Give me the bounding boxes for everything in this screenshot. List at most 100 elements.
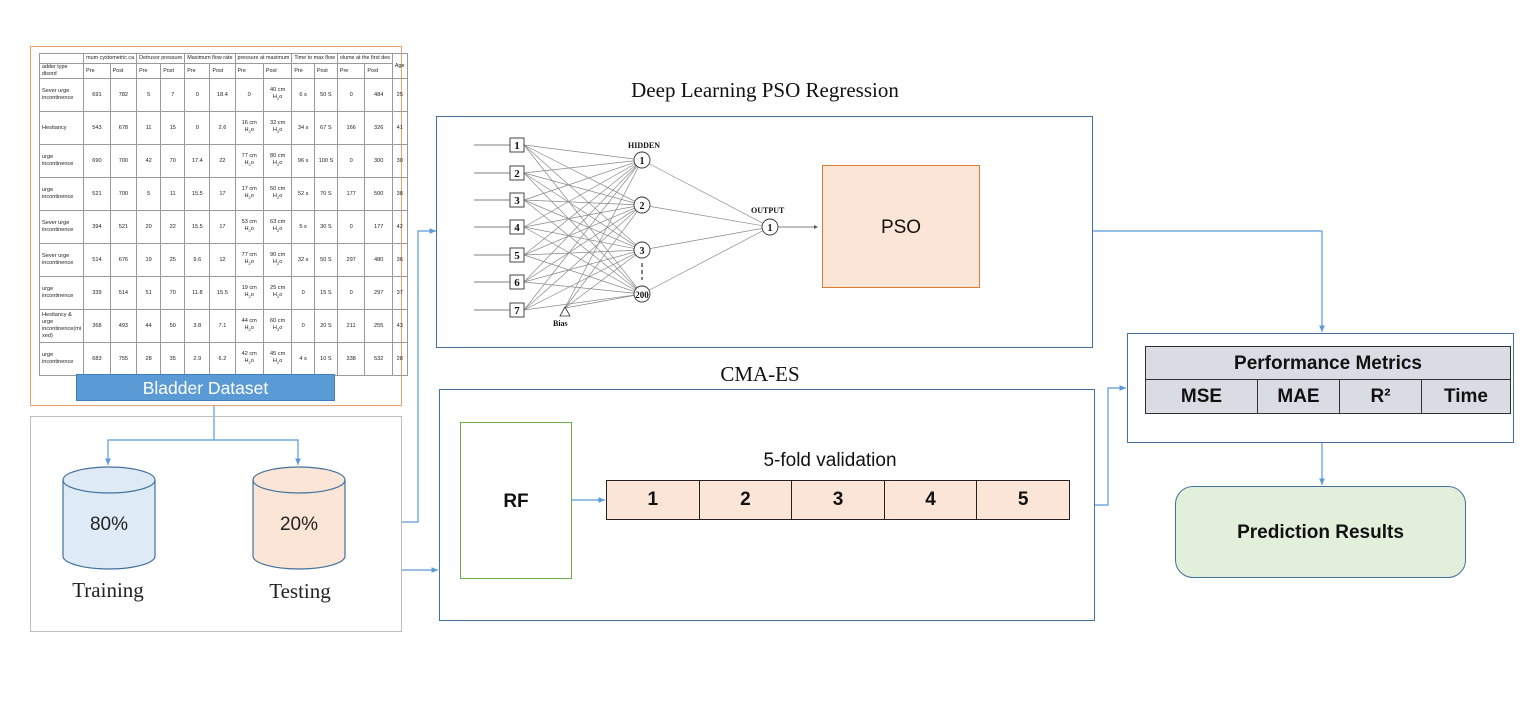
nn-hidden-node (633, 285, 651, 303)
nn-input-node (509, 247, 525, 263)
table-subheader-cell: Pre (234, 63, 264, 79)
table-cell: 300 (364, 144, 393, 178)
table-cell: 543 (83, 111, 111, 145)
table-header-cell: Time to max flow (291, 53, 338, 64)
split-panel (30, 416, 402, 632)
nn-output-label: OUTPUT (751, 206, 785, 215)
table-cell: 50 S (313, 78, 338, 112)
fold-1: 1 (607, 481, 700, 519)
table-cell: 0 (336, 276, 366, 310)
metrics-title: Performance Metrics (1146, 347, 1510, 380)
split-to-testing-arrow (214, 439, 301, 465)
nn-input-node (509, 302, 525, 318)
table-cell: 368 (83, 309, 111, 343)
table-cell: 96 s (291, 144, 315, 178)
nn-edge (523, 144, 643, 206)
table-cell: 32 s (291, 243, 315, 277)
table-cell: 42 (391, 210, 408, 244)
table-subheader-cell: adder type disord (38, 63, 85, 79)
cma-title: CMA-ES (720, 362, 800, 386)
table-cell: 17 (209, 177, 236, 211)
table-subheader-cell: Post (109, 63, 138, 79)
table-cell: 0 (184, 78, 211, 112)
table-cell: 67 S (313, 111, 338, 145)
nn-edge (523, 199, 643, 251)
table-cell: 700 (109, 144, 138, 178)
table-header-cell: mum cystometric ca (83, 53, 138, 64)
table-cell: Hesitancy (38, 111, 85, 145)
dl-panel (436, 116, 1093, 348)
nn-edge (523, 172, 643, 206)
nn-edge (523, 226, 643, 295)
table-cell: 30 (391, 144, 408, 178)
table-header-cell: Maximum flow rate (184, 53, 236, 64)
table-subheader-cell: Pre (336, 63, 366, 79)
nn-edge (523, 204, 643, 228)
nn-bias-label: Bias (553, 319, 568, 328)
table-cell: 0 (336, 78, 366, 112)
nn-edge (564, 204, 643, 309)
table-cell: 100 S (313, 144, 338, 178)
nn-input-label: 3 (514, 195, 520, 207)
nn-edge (523, 204, 643, 311)
table-subheader-cell: Pre (291, 63, 315, 79)
table-cell: 0 (184, 111, 211, 145)
table-cell: 297 (336, 243, 366, 277)
nn-output-node-label: 1 (768, 223, 773, 234)
nn-hidden-node-label: 200 (635, 290, 649, 300)
table-cell: 41 (391, 111, 408, 145)
table-cell: 12 (209, 243, 236, 277)
table-cell: 28 (391, 342, 408, 376)
nn-edge (564, 159, 643, 309)
table-cell: 25 (160, 243, 186, 277)
testing-cylinder (252, 466, 346, 570)
table-cell: 22 (209, 144, 236, 178)
fold-2: 2 (699, 481, 793, 519)
table-cell: 7 (160, 78, 186, 112)
training-percent: 80% (89, 514, 129, 535)
table-cell: 11 (136, 111, 162, 145)
nn-edge (523, 172, 643, 251)
table-cell: urge incontinence (38, 342, 85, 376)
table-header-cell (38, 53, 85, 64)
table-cell: 70 S (313, 177, 338, 211)
table-cell: 394 (83, 210, 111, 244)
table-cell: 42 (136, 144, 162, 178)
metrics-table: Performance Metrics MSE MAE R² Time (1145, 346, 1511, 414)
metric-mse: MSE (1146, 380, 1258, 413)
table-cell: Sever urge incontinence (38, 243, 85, 277)
nn-hidden-node-label: 1 (640, 156, 645, 167)
metric-time: Time (1422, 380, 1510, 413)
dataset-label: Bladder Dataset (76, 374, 335, 401)
table-cell: Hesitancy & urge incontinence(mi xed) (38, 309, 85, 343)
nn-edge (523, 159, 643, 228)
table-cell: 678 (109, 111, 138, 145)
nn-edge (523, 159, 643, 283)
table-cell: 2.6 (209, 111, 236, 145)
table-cell: 484 (364, 78, 393, 112)
nn-output-arrowhead (814, 225, 818, 229)
table-subheader-cell: Pre (136, 63, 162, 79)
nn-edge (523, 159, 643, 201)
cma-panel (439, 389, 1095, 621)
nn-input-node (509, 137, 525, 153)
nn-hidden-node (633, 196, 651, 214)
table-cell: 5 s (291, 210, 315, 244)
nn-edge (641, 226, 771, 251)
table-cell: 22 (160, 210, 186, 244)
table-cell: 255 (364, 309, 393, 343)
table-cell: 15 (160, 111, 186, 145)
table-cell: 5 (136, 78, 162, 112)
table-cell: 4 s (291, 342, 315, 376)
table-cell: 70 (160, 144, 186, 178)
nn-edge (523, 249, 643, 311)
table-cell: 338 (336, 342, 366, 376)
table-subheader-cell: Post (364, 63, 393, 79)
